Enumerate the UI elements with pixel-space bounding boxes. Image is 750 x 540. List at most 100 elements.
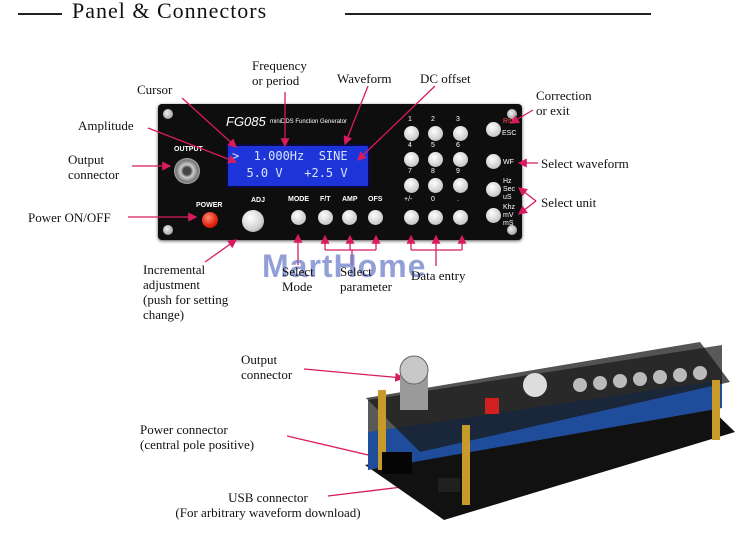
callout-incremental-line: adjustment [143,277,201,292]
key-label: +/- [404,196,413,203]
callout-mode-line: Mode [282,279,313,294]
arrow-bottom-output [303,368,405,382]
callout-output-connector: Output connector [68,152,119,182]
callout-incremental-line: change) [143,307,185,322]
key-label: 8 [431,168,435,175]
callout-output-line: Output [68,152,105,167]
key-1-button[interactable] [404,126,419,141]
header-rule-right [345,13,651,15]
key-7-button[interactable] [404,178,419,193]
key-label: 6 [456,142,460,149]
screw-icon [163,225,173,235]
arrow-amplitude [147,127,238,164]
callout-parameter-line: parameter [340,279,392,294]
device-photo [365,342,735,520]
callout-correction-line: Correction [536,88,592,103]
callout-select-unit: Select unit [541,195,597,210]
key-6-button[interactable] [453,152,468,167]
header-rule-left [18,13,62,15]
key-label: 0 [431,196,435,203]
adj-label: ADJ [251,197,266,204]
unit-label: Sec [503,186,516,193]
key-dot-button[interactable] [453,210,468,225]
adjust-knob[interactable] [242,210,264,232]
key-3-button[interactable] [453,126,468,141]
callout-power: Power ON/OFF [28,210,111,225]
arrow-unit-1 [517,187,537,202]
arrow-waveform [343,85,369,146]
callout-amplitude: Amplitude [78,118,134,133]
model-name: FG085 [226,114,266,129]
callout-bottom-power-line: (central pole positive) [140,437,255,452]
key-label: 1 [408,116,412,123]
screw-icon [507,225,517,235]
callout-bottom-output-line: connector [241,367,293,382]
lcd-display: > 1.000Hz SINE 5.0 V +2.5 V [226,144,370,188]
power-button[interactable] [202,212,218,228]
front-panel: FG085 miniDDS Function Generator OUTPUT … [158,104,522,240]
key-label: 2 [431,116,435,123]
callout-bottom-output: Output connector [241,352,292,382]
section-title: Panel & Connectors [72,0,268,23]
ft-label: F/T [320,196,331,203]
rst-label: Rst [503,118,514,125]
ft-button[interactable] [318,210,333,225]
callout-bottom-power: Power connector (central pole positive) [140,422,254,452]
callout-bottom-power-line: Power connector [140,422,228,437]
callout-frequency: Frequency or period [252,58,307,88]
arrow-cursor [181,97,237,148]
output-label: OUTPUT [174,146,203,153]
key-label: 5 [431,142,435,149]
callout-data-entry: Data entry [411,268,466,283]
arrow-bottom-usb [327,482,412,497]
key-label: 4 [408,142,412,149]
callout-select-parameter: Select parameter [340,264,392,294]
callout-incremental-line: Incremental [143,262,206,277]
wf-button[interactable] [486,154,501,169]
callout-incremental: Incremental adjustment (push for setting… [143,262,228,322]
unit-button-1[interactable] [486,182,501,197]
unit-label: Hz [503,178,512,185]
esc-label: ESC [502,130,517,137]
callout-bottom-usb-line: (For arbitrary waveform download) [175,505,361,520]
ofs-button[interactable] [368,210,383,225]
section-header: Panel & Connectors [0,0,750,28]
bnc-connector-icon[interactable] [174,158,200,184]
callout-bottom-usb: USB connector (For arbitrary waveform do… [152,490,384,520]
lcd-line-2: 5.0 V +2.5 V [232,166,348,180]
key-plusminus-button[interactable] [404,210,419,225]
key-0-button[interactable] [428,210,443,225]
callout-mode-line: Select [282,264,314,279]
key-label: 7 [408,168,412,175]
screw-icon [507,109,517,119]
unit-label: Khz [503,204,516,211]
key-9-button[interactable] [453,178,468,193]
callout-bottom-output-line: Output [241,352,278,367]
callout-parameter-line: Select [340,264,372,279]
callout-bottom-usb-line: USB connector [228,490,308,505]
key-8-button[interactable] [428,178,443,193]
ofs-label: OFS [368,196,383,203]
callout-waveform: Waveform [337,71,392,86]
key-label: 9 [456,168,460,175]
amp-label: AMP [342,196,358,203]
callout-incremental-line: (push for setting [143,292,229,307]
callout-dc-offset: DC offset [420,71,471,86]
callout-correction-line: or exit [536,103,570,118]
arrow-correction [509,109,534,124]
key-label: . [457,196,459,203]
callout-select-waveform: Select waveform [541,156,629,171]
mode-label: MODE [288,196,309,203]
esc-button[interactable] [486,122,501,137]
mode-button[interactable] [291,210,306,225]
unit-button-2[interactable] [486,208,501,223]
callout-select-mode: Select Mode [282,264,314,294]
arrow-adjust [204,239,238,263]
key-5-button[interactable] [428,152,443,167]
amp-button[interactable] [342,210,357,225]
callout-correction: Correction or exit [536,88,592,118]
key-4-button[interactable] [404,152,419,167]
key-2-button[interactable] [428,126,443,141]
callout-output-line: connector [68,167,120,182]
